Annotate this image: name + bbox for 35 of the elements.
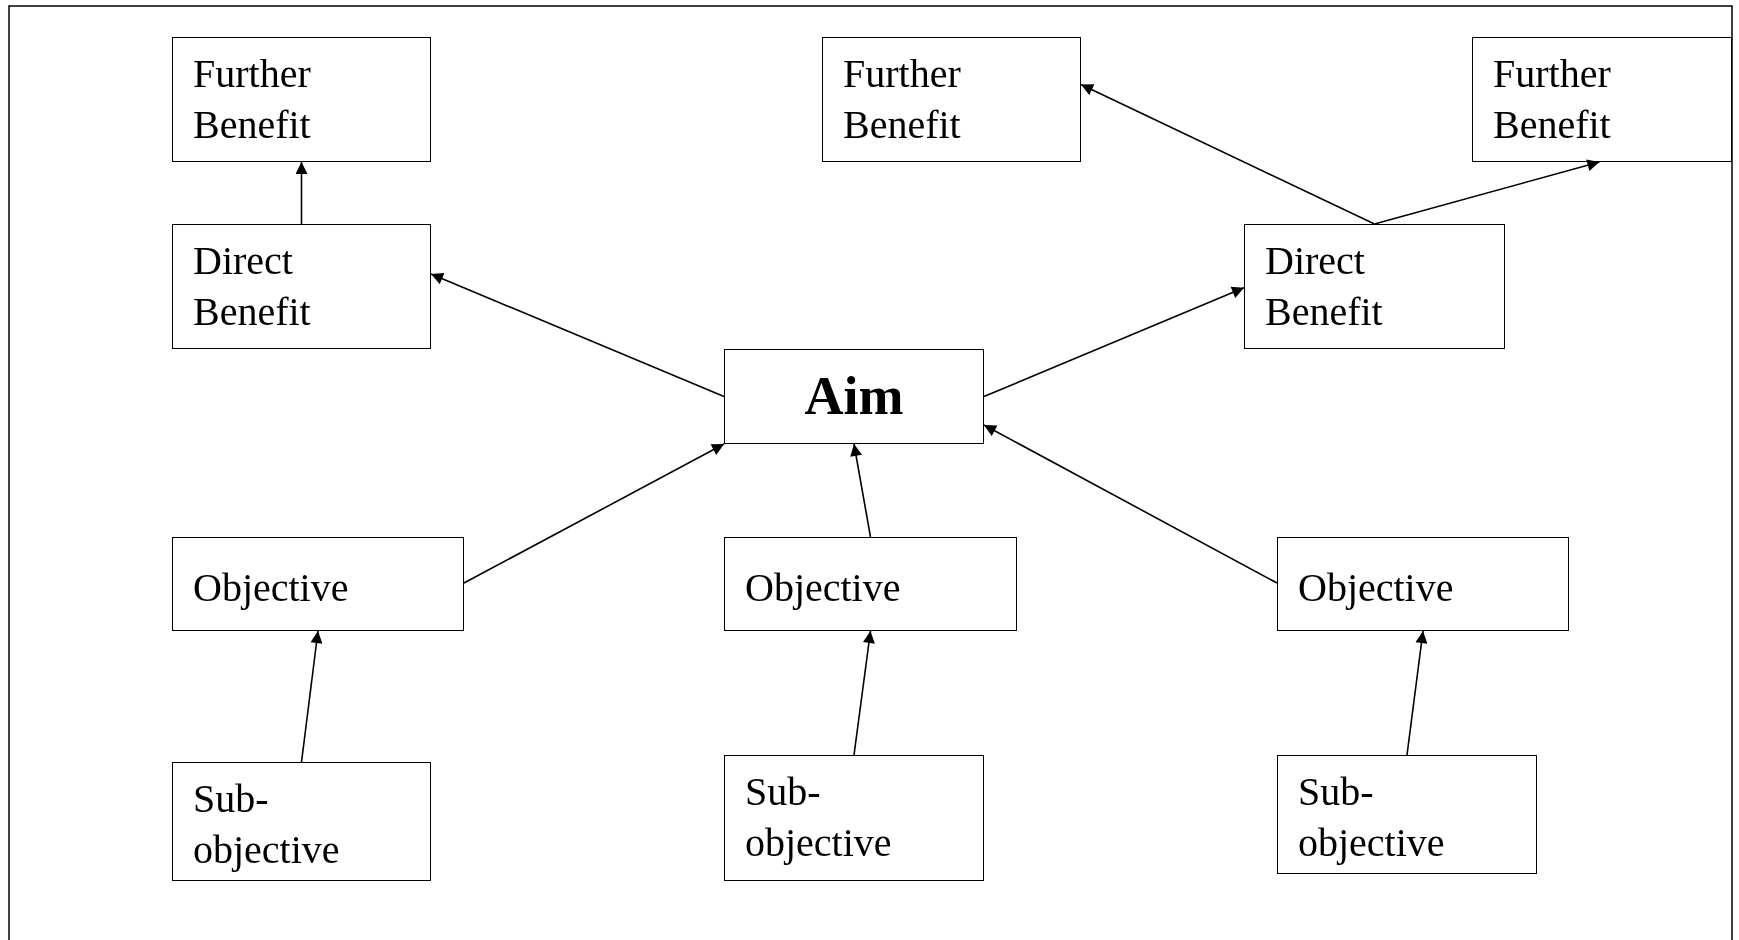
text-box bbox=[172, 762, 431, 881]
arrow bbox=[295, 161, 308, 225]
aim-box bbox=[724, 349, 984, 444]
box-label: Further Benefit bbox=[843, 50, 962, 150]
box-label: Further Benefit bbox=[193, 50, 312, 150]
arrow bbox=[463, 443, 725, 584]
box-label: Direct Benefit bbox=[1265, 237, 1384, 337]
arrow bbox=[1080, 83, 1376, 225]
text-box bbox=[724, 537, 1017, 631]
arrow bbox=[1406, 630, 1428, 756]
text-box bbox=[172, 537, 464, 631]
arrow bbox=[853, 630, 875, 756]
arrow bbox=[850, 443, 872, 538]
box-label: Sub- objective bbox=[745, 768, 893, 868]
box-label: Objective bbox=[193, 564, 349, 612]
arrow bbox=[300, 630, 323, 763]
text-box bbox=[724, 755, 984, 881]
box-label: Objective bbox=[1298, 564, 1454, 612]
text-box bbox=[1277, 755, 1537, 874]
box-label: Further Benefit bbox=[1493, 50, 1612, 150]
box-label: Direct Benefit bbox=[193, 237, 312, 337]
box-label: Sub- objective bbox=[1298, 768, 1446, 868]
text-box bbox=[1277, 537, 1569, 631]
box-label: Objective bbox=[745, 564, 901, 612]
text-box bbox=[1472, 37, 1732, 162]
text-box bbox=[172, 224, 431, 349]
arrow bbox=[983, 424, 1278, 584]
arrow bbox=[1373, 159, 1601, 225]
box-label: Aim bbox=[804, 364, 904, 428]
text-box bbox=[172, 37, 431, 162]
text-box bbox=[1244, 224, 1505, 349]
box-label: Sub- objective bbox=[193, 775, 341, 875]
arrow bbox=[430, 273, 725, 398]
text-box bbox=[822, 37, 1081, 162]
arrow bbox=[983, 286, 1245, 398]
